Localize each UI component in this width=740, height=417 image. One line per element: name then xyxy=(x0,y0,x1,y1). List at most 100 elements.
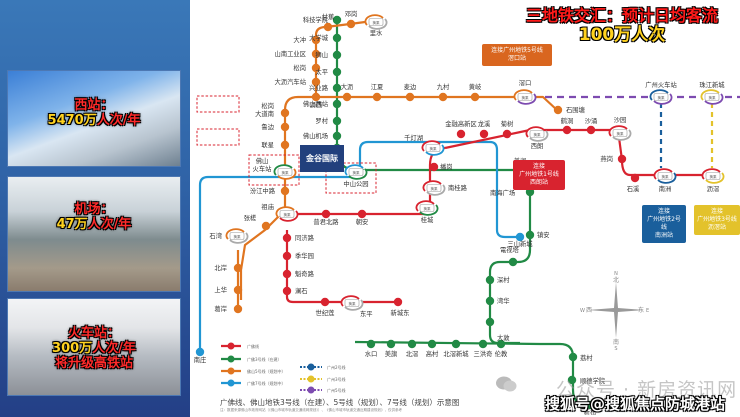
callout-gz-line3-text: 连接 广州地铁3号线 沥滘站 xyxy=(697,208,737,232)
guangfo-station-dot xyxy=(321,209,331,219)
line3-station-label: 北滘 xyxy=(406,349,419,358)
line3-station-dot xyxy=(332,131,342,141)
line5-station-label: 大沥汽车站 xyxy=(275,77,307,86)
wechat-icon xyxy=(496,376,517,392)
photo-foshan-railway-station: 火车站： 300万人次/年 将升级高铁站 xyxy=(7,298,181,396)
compass-w-cn: 西 xyxy=(586,307,592,314)
interchange-nanguilu: 换乘 xyxy=(422,180,446,196)
line5-station-dot xyxy=(280,186,290,196)
guangfo-station-dot xyxy=(282,269,292,279)
line3-station-dot xyxy=(478,339,488,349)
railway-unit: 人次/年 xyxy=(92,340,136,356)
legend: 广佛线广佛3号线（在建）佛山5号线（规划中）广佛7号线（规划中）广州2号线广州3… xyxy=(221,342,346,394)
interchange-shayuan: 换乘 xyxy=(608,125,632,141)
line5-station-dot xyxy=(342,92,352,102)
line3-station-label: 水口 xyxy=(365,349,378,358)
line3-station-label: 兴业路 xyxy=(309,83,329,92)
legend-label-gz3: 广州3号线 xyxy=(327,376,346,382)
guangfo-station-label: 桂城 xyxy=(421,215,434,224)
line5-station-label: 松岗 xyxy=(293,63,306,72)
guangfo-station-dot xyxy=(630,173,640,183)
guangfo-branch-path xyxy=(285,230,395,304)
legend-dot-gz2 xyxy=(307,363,315,371)
interchange-box xyxy=(517,93,533,101)
line5-station-dot xyxy=(280,108,290,118)
guangfo-station-dot xyxy=(456,129,466,139)
legend-label-gz5: 广州5号线 xyxy=(327,387,346,393)
guangfo-station-label: 鹤洞 xyxy=(561,116,574,125)
guangfo-station-label: 沥滘 xyxy=(707,184,720,193)
line5-station-dot xyxy=(323,22,333,32)
line3-station-label: 火车站 xyxy=(253,164,273,173)
line5-station-label: 北岸 xyxy=(214,264,227,272)
watermark-faint: 公众号 · 新房资讯网 xyxy=(556,379,738,401)
line3-station-label: 北滘新城 xyxy=(443,349,469,358)
line5-station-label: 鲁边 xyxy=(261,122,274,131)
guangfo-station-label: 沙涌 xyxy=(585,116,598,125)
guangfo-station-dot xyxy=(282,233,292,243)
line3-station-dot xyxy=(585,400,595,410)
foshan-west-highlight xyxy=(196,95,240,113)
line5-station-label: 九村 xyxy=(437,82,450,91)
interchange-guicheng: 换乘 xyxy=(415,200,439,216)
interchange-box xyxy=(277,168,293,176)
line5-station-dot xyxy=(311,35,321,45)
line3-station-dot xyxy=(567,375,577,385)
line3-station-dot xyxy=(332,50,342,60)
guangfo-station-label: 龙溪 xyxy=(478,119,491,128)
line5-station-label: 张槎 xyxy=(244,213,257,222)
headline: 三地铁交汇：预计日均客流 100万人次 xyxy=(508,6,736,46)
line3-station-dot xyxy=(332,99,342,109)
airport-unit: 人次/年 xyxy=(87,216,132,232)
metro-map: 换乘换乘换乘换乘换乘换乘换乘换乘换乘换乘换乘换乘换乘换乘换乘换乘 科技学院大学城… xyxy=(194,10,740,416)
watermark-main: 搜狐号@搜狐焦点防城港站 xyxy=(545,395,726,413)
foshan-airport-highlight xyxy=(196,128,240,146)
line3-station-dot xyxy=(508,257,518,267)
compass-n: N xyxy=(614,271,618,277)
legend-dot-guangfo xyxy=(227,342,235,350)
callout-gz-line1: 连接 广州地铁1号线 西朗站 xyxy=(513,160,565,191)
line3-station-dot xyxy=(407,339,417,349)
line3-station-dot xyxy=(332,116,342,126)
line5-station-label: 葛岸 xyxy=(214,304,227,313)
line3-station-label: 新松 xyxy=(584,407,597,416)
airport-value: 47万 xyxy=(56,216,88,232)
interchange-label: 换乘 xyxy=(284,212,292,217)
compass-e-cn: 东 xyxy=(638,306,644,314)
callout-gz-line5: 连接广州地铁5号线 滘口站 xyxy=(482,44,552,67)
legend-label-guangfo: 广佛线 xyxy=(247,343,259,349)
line5-station-dot xyxy=(261,221,271,231)
interchange-box xyxy=(705,172,721,180)
line5-station-label: 大冲 xyxy=(293,35,306,44)
line5-station-dot xyxy=(372,92,382,102)
line5-station-dot xyxy=(405,92,415,102)
guangfo-station-label: 澜石 xyxy=(295,286,308,295)
line3-station-label: 佛山 xyxy=(256,156,269,165)
interchange-nanzhou: 换乘 xyxy=(653,168,677,184)
callout-gz-line3: 连接 广州地铁3号线 沥滘站 xyxy=(694,205,740,236)
line3-station-label: 三洪奇 xyxy=(474,349,493,358)
guangfo-station-label: 朝安 xyxy=(356,217,369,226)
line5-station-label: 石湾 xyxy=(209,231,222,240)
guangfo-station-label: 季华园 xyxy=(295,251,314,260)
line3-station-label: 中山公园 xyxy=(343,179,368,188)
legend-dot-line3 xyxy=(227,355,235,363)
interchange-zhongshan-park: 换乘 xyxy=(344,164,368,180)
airport-caption: 机场： 47万人次/年 xyxy=(8,202,180,233)
line3-station-label: 顺德学院 xyxy=(580,376,606,385)
line3-station-label: 美旗 xyxy=(385,349,398,358)
guangfo-station-dot xyxy=(479,129,489,139)
legend-dot-gz5 xyxy=(307,386,315,394)
guangfo-station-dot xyxy=(357,209,367,219)
line3-station-dot xyxy=(568,352,578,362)
station-dots: 换乘换乘换乘换乘换乘换乘换乘换乘换乘换乘换乘换乘换乘换乘换乘换乘 xyxy=(195,14,725,410)
interchange-label: 换乘 xyxy=(282,170,290,175)
guangfo-station-label: 播岗 xyxy=(440,162,453,171)
line7-station-label: 南庄 xyxy=(194,355,207,364)
interchange-box xyxy=(653,93,669,101)
interchange-box xyxy=(344,299,360,307)
line5-station-dot xyxy=(438,92,448,102)
line5-station-dot xyxy=(233,285,243,295)
line3-station-dot xyxy=(386,339,396,349)
line5-station-dot xyxy=(280,140,290,150)
